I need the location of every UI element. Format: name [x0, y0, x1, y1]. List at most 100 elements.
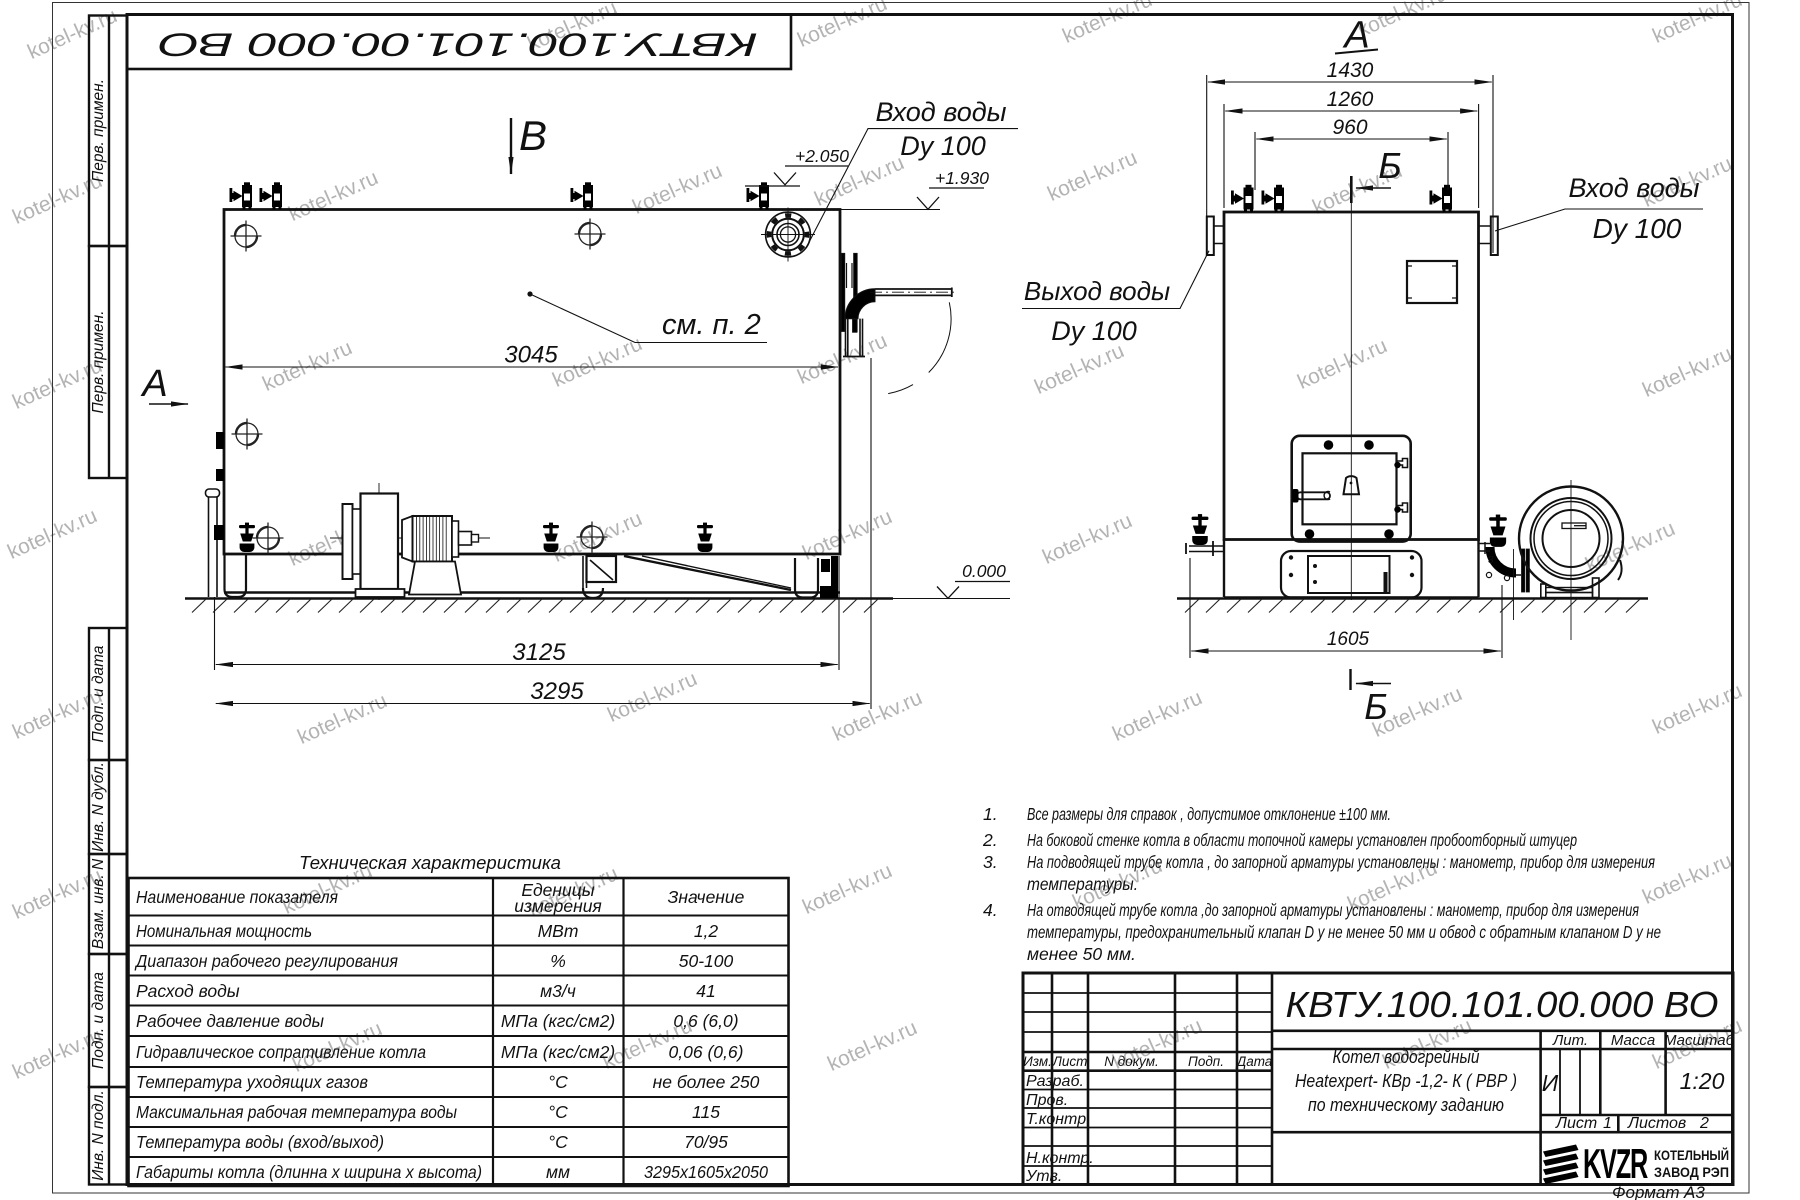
svg-text:3295: 3295	[530, 678, 584, 705]
svg-text:А: А	[140, 363, 167, 405]
svg-text:+2.050: +2.050	[795, 146, 849, 166]
svg-text:менее 50 мм.: менее 50 мм.	[1027, 944, 1136, 964]
svg-text:Температура уходящих газов: Температура уходящих газов	[136, 1072, 368, 1092]
svg-text:Изм.: Изм.	[1023, 1054, 1052, 1069]
svg-text:Габариты котла (длинна х ширин: Габариты котла (длинна х ширина х высота…	[136, 1162, 482, 1182]
svg-text:Н.контр.: Н.контр.	[1026, 1150, 1094, 1167]
svg-text:температуры, предохранительный: температуры, предохранительный клапан D …	[1027, 922, 1661, 942]
svg-text:Перв. примен.: Перв. примен.	[90, 310, 107, 413]
svg-text:115: 115	[692, 1102, 720, 1122]
svg-text:На подводящей трубе котла ,: На подводящей трубе котла , до запорной …	[1027, 852, 1655, 872]
svg-text:3045: 3045	[504, 342, 558, 369]
svg-text:Heatexpert- КВр -1,2- К ( РВР: Heatexpert- КВр -1,2- К ( РВР )	[1295, 1071, 1517, 1091]
svg-text:А: А	[1342, 15, 1369, 57]
svg-text:Техническая характеристика: Техническая характеристика	[299, 852, 561, 873]
svg-text:температуры.: температуры.	[1027, 874, 1138, 894]
svg-text:+1.930: +1.930	[935, 168, 989, 188]
svg-text:Dy 100: Dy 100	[1051, 316, 1137, 346]
svg-text:по техническому заданию: по техническому заданию	[1308, 1095, 1504, 1115]
svg-text:%: %	[550, 951, 566, 971]
svg-text:Инв. N дубл.: Инв. N дубл.	[90, 762, 107, 852]
svg-text:МПа (кгс/см2): МПа (кгс/см2)	[501, 1011, 615, 1031]
svg-text:Рабочее давление воды: Рабочее давление воды	[136, 1011, 324, 1031]
svg-text:м3/ч: м3/ч	[540, 981, 576, 1001]
svg-text:Все размеры для справок , допу: Все размеры для справок , допустимое отк…	[1027, 804, 1391, 824]
svg-text:Б: Б	[1364, 686, 1387, 727]
svg-text:Масса: Масса	[1611, 1032, 1655, 1049]
svg-text:Вход воды: Вход воды	[875, 97, 1006, 127]
svg-text:Масштаб: Масштаб	[1664, 1032, 1735, 1049]
svg-text:3.: 3.	[983, 852, 998, 872]
svg-text:1260: 1260	[1327, 88, 1374, 111]
svg-text:КВТУ.100.101.00.000 ВО: КВТУ.100.101.00.000 ВО	[158, 27, 758, 63]
svg-text:1605: 1605	[1327, 629, 1370, 650]
svg-text:°С: °С	[548, 1102, 568, 1122]
svg-text:3: 3	[1488, 555, 1494, 566]
svg-text:Подп.: Подп.	[1188, 1054, 1224, 1069]
svg-text:Листов: Листов	[1627, 1115, 1686, 1132]
svg-text:°С: °С	[548, 1132, 568, 1152]
svg-text:1,2: 1,2	[694, 921, 719, 941]
svg-text:4.: 4.	[983, 900, 998, 920]
svg-text:На отводящей трубе котла ,до з: На отводящей трубе котла ,до запорной ар…	[1027, 900, 1639, 920]
svg-text:Температура воды (вход/выход): Температура воды (вход/выход)	[136, 1132, 384, 1152]
svg-text:Взам. инв. N: Взам. инв. N	[90, 858, 107, 949]
svg-text:1:20: 1:20	[1680, 1068, 1725, 1094]
svg-text:Расход воды: Расход воды	[136, 981, 240, 1001]
svg-text:измерения: измерения	[514, 896, 602, 916]
svg-text:°С: °С	[548, 1072, 568, 1092]
svg-text:Т.контр.: Т.контр.	[1026, 1111, 1091, 1128]
svg-text:Вход воды: Вход воды	[1568, 173, 1699, 203]
svg-text:Лит.: Лит.	[1552, 1032, 1588, 1049]
svg-text:Диапазон рабочего регулировани: Диапазон рабочего регулирования	[134, 951, 398, 971]
svg-text:Дата: Дата	[1235, 1054, 1273, 1069]
svg-text:41: 41	[696, 981, 715, 1001]
svg-text:Наименование показателя: Наименование показателя	[136, 887, 338, 907]
svg-text:0,6 (6,0): 0,6 (6,0)	[673, 1011, 738, 1031]
svg-text:Котел водогрейный: Котел водогрейный	[1333, 1047, 1480, 1067]
svg-text:МВт: МВт	[538, 921, 579, 941]
svg-text:1: 1	[1603, 1115, 1612, 1132]
svg-text:50-100: 50-100	[679, 951, 734, 971]
svg-text:0,06 (0,6): 0,06 (0,6)	[669, 1042, 744, 1062]
svg-text:1430: 1430	[1327, 59, 1374, 82]
svg-text:см. п. 2: см. п. 2	[662, 309, 761, 341]
svg-text:3125: 3125	[512, 639, 566, 666]
svg-text:Пров.: Пров.	[1026, 1092, 1068, 1109]
svg-text:3295х1605х2050: 3295х1605х2050	[644, 1162, 768, 1182]
svg-text:Еденицы: Еденицы	[521, 880, 594, 900]
svg-text:Лист: Лист	[1555, 1115, 1597, 1132]
svg-text:Разраб.: Разраб.	[1026, 1073, 1084, 1090]
svg-text:Утв.: Утв.	[1025, 1168, 1062, 1185]
svg-text:Подп. и дата: Подп. и дата	[90, 645, 107, 742]
svg-text:Инв. N подл.: Инв. N подл.	[90, 1090, 107, 1181]
svg-text:не более 250: не более 250	[653, 1072, 760, 1092]
svg-text:960: 960	[1332, 116, 1367, 139]
svg-text:Dy 100: Dy 100	[900, 131, 986, 161]
svg-text:Лист: Лист	[1052, 1054, 1088, 1069]
svg-text:Максимальная рабочая температу: Максимальная рабочая температура воды	[136, 1102, 457, 1122]
svg-text:Перв. примен.: Перв. примен.	[90, 79, 107, 182]
svg-text:70/95: 70/95	[684, 1132, 728, 1152]
svg-text:На боковой стенке котла в обла: На боковой стенке котла в области топочн…	[1027, 830, 1577, 850]
svg-text:КОТЕЛЬНЫЙ: КОТЕЛЬНЫЙ	[1654, 1148, 1729, 1163]
svg-text:Номинальная мощность: Номинальная мощность	[136, 921, 312, 941]
svg-text:Выход воды: Выход воды	[1024, 276, 1170, 306]
svg-text:Б: Б	[1378, 145, 1401, 186]
svg-text:МПа (кгс/см2): МПа (кгс/см2)	[501, 1042, 615, 1062]
svg-text:1.: 1.	[983, 804, 998, 824]
svg-text:Подп. и дата: Подп. и дата	[90, 972, 107, 1069]
svg-text:2: 2	[1699, 1115, 1709, 1132]
svg-text:Значение: Значение	[668, 887, 745, 907]
svg-text:В: В	[519, 112, 547, 159]
svg-text:0.000: 0.000	[962, 561, 1006, 581]
svg-text:ЗАВОД РЭП: ЗАВОД РЭП	[1654, 1165, 1729, 1180]
svg-text:А3: А3	[1683, 1183, 1705, 1200]
svg-text:Dy 100: Dy 100	[1593, 213, 1682, 244]
svg-text:КВТУ.100.101.00.000 ВО: КВТУ.100.101.00.000 ВО	[1286, 984, 1719, 1025]
svg-text:2.: 2.	[982, 830, 998, 850]
svg-text:Гидравлическое сопративление к: Гидравлическое сопративление котла	[136, 1042, 426, 1062]
svg-text:KVZR: KVZR	[1583, 1140, 1648, 1187]
svg-text:мм: мм	[546, 1162, 570, 1182]
svg-text:N докум.: N докум.	[1104, 1054, 1159, 1069]
